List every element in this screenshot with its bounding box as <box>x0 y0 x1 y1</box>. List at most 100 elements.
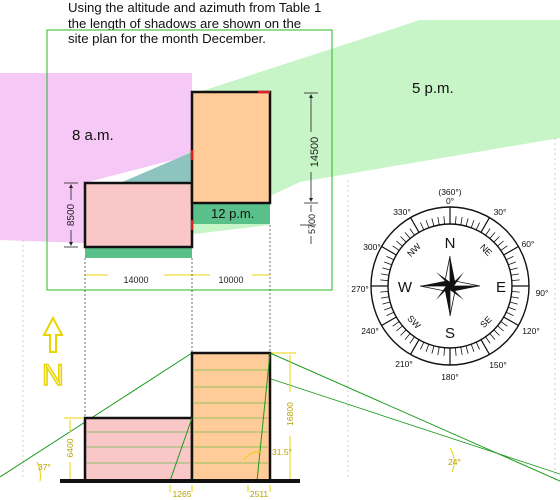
compass-tick <box>409 228 415 236</box>
deg-30: 30° <box>494 207 507 217</box>
compass-tick <box>425 220 430 228</box>
dim-elev-right-label: 16800 <box>285 402 295 426</box>
compass-tick <box>384 261 392 266</box>
intro-line-2: the length of shadows are shown on the <box>68 15 302 31</box>
dim-height-left-label: 8500 <box>66 203 77 226</box>
angle-right-label: 24° <box>448 457 461 467</box>
compass-tick <box>380 279 389 281</box>
dim-base-left-label: 1265 <box>173 489 192 499</box>
compass-tick <box>404 333 411 340</box>
compass-tick <box>380 291 389 293</box>
label-8am: 8 a.m. <box>72 127 114 144</box>
compass-tick <box>420 222 425 230</box>
compass-tick <box>400 236 407 243</box>
compass-tick <box>506 256 514 261</box>
compass-tick <box>380 296 390 299</box>
compass-tick <box>460 346 463 356</box>
compass-tick <box>392 245 400 251</box>
deg-300: 300° <box>363 242 381 252</box>
dim-width-right-label: 10000 <box>218 275 243 285</box>
intro-line-3: site plan for the month December. <box>68 31 266 46</box>
compass-tick <box>485 336 491 344</box>
compass-tick <box>431 218 435 227</box>
compass-tick <box>493 329 500 336</box>
deg-210: 210° <box>395 359 413 369</box>
floor-lines <box>87 369 268 464</box>
label-12pm: 12 p.m. <box>211 206 254 221</box>
compass-tick <box>475 222 480 230</box>
deg-90: 90° <box>536 288 549 298</box>
dim-height-left: 8500 <box>64 182 78 248</box>
compass-tick <box>381 245 397 256</box>
dim-elev-left-label: 6400 <box>65 438 75 457</box>
compass-east: E <box>496 279 506 296</box>
compass-tick <box>384 306 392 311</box>
deg-330: 330° <box>393 207 411 217</box>
building-low-plan <box>83 181 194 249</box>
dim-elev-left <box>64 417 84 479</box>
compass-tick <box>470 344 475 352</box>
dim-elev-right <box>272 352 296 479</box>
compass-tick <box>420 342 425 350</box>
compass-tick <box>508 261 516 266</box>
compass-tick <box>503 245 519 256</box>
compass: N S E W NE NW SE SW (360°) 0° 30° 60° 90… <box>351 187 548 382</box>
compass-tick <box>508 306 516 311</box>
compass-tick <box>497 325 504 332</box>
compass-tick <box>381 316 397 327</box>
compass-tick <box>465 345 469 354</box>
compass-tick <box>386 256 394 261</box>
compass-tick <box>475 342 480 350</box>
dim-shadow-depth: 5700 <box>300 205 317 244</box>
projection-guides <box>84 225 271 418</box>
north-arrow-label: N <box>42 359 64 392</box>
compass-tick <box>493 236 500 243</box>
compass-tick <box>500 321 508 327</box>
dim-widths: 14000 10000 <box>85 274 270 285</box>
compass-tick <box>431 345 435 354</box>
compass-tick <box>455 347 457 356</box>
elevation: 6400 16800 37° 31.5° 24° 1265 2511 <box>0 351 560 499</box>
compass-tick <box>465 218 469 227</box>
compass-tick <box>511 279 520 281</box>
deg-240: 240° <box>361 326 379 336</box>
compass-tick <box>380 273 390 276</box>
building-low-elevation <box>83 416 194 483</box>
building-high-plan <box>190 90 272 205</box>
intro-text: Using the altitude and azimuth from Tabl… <box>68 0 368 47</box>
dim-width-left-label: 14000 <box>123 275 148 285</box>
compass-tick <box>509 301 518 305</box>
compass-tick <box>509 267 518 271</box>
compass-tick <box>455 216 457 225</box>
site-boundary <box>46 29 333 291</box>
intro-line-1: Using the altitude and azimuth from Tabl… <box>68 0 322 15</box>
compass-tick <box>396 240 403 247</box>
dim-height-right: 14500 <box>304 92 321 204</box>
compass-north: N <box>445 235 456 252</box>
compass-tick <box>409 336 415 344</box>
deg-60: 60° <box>522 239 535 249</box>
compass-tick <box>460 216 463 226</box>
compass-tick <box>443 347 445 356</box>
compass-tick <box>392 321 400 327</box>
site-plan: 8 a.m. 5 p.m. 12 p.m. 14500 5700 8500 <box>0 20 560 291</box>
compass-tick <box>396 325 403 332</box>
compass-west: W <box>398 279 413 296</box>
compass-top-label: (360°) <box>438 187 461 197</box>
shadow-12pm-strip <box>85 248 192 258</box>
compass-tick <box>489 232 496 239</box>
compass-tick <box>480 217 491 233</box>
compass-tick <box>409 217 420 233</box>
compass-tick <box>485 228 491 236</box>
compass-star <box>419 255 481 317</box>
north-arrow: N <box>41 315 65 393</box>
compass-tick <box>443 216 445 225</box>
compass-tick <box>510 273 520 276</box>
compass-tick <box>480 339 491 355</box>
compass-tick <box>510 296 520 299</box>
compass-tick <box>503 316 519 327</box>
compass-south: S <box>445 325 455 342</box>
deg-150: 150° <box>489 360 507 370</box>
label-5pm: 5 p.m. <box>412 80 454 97</box>
